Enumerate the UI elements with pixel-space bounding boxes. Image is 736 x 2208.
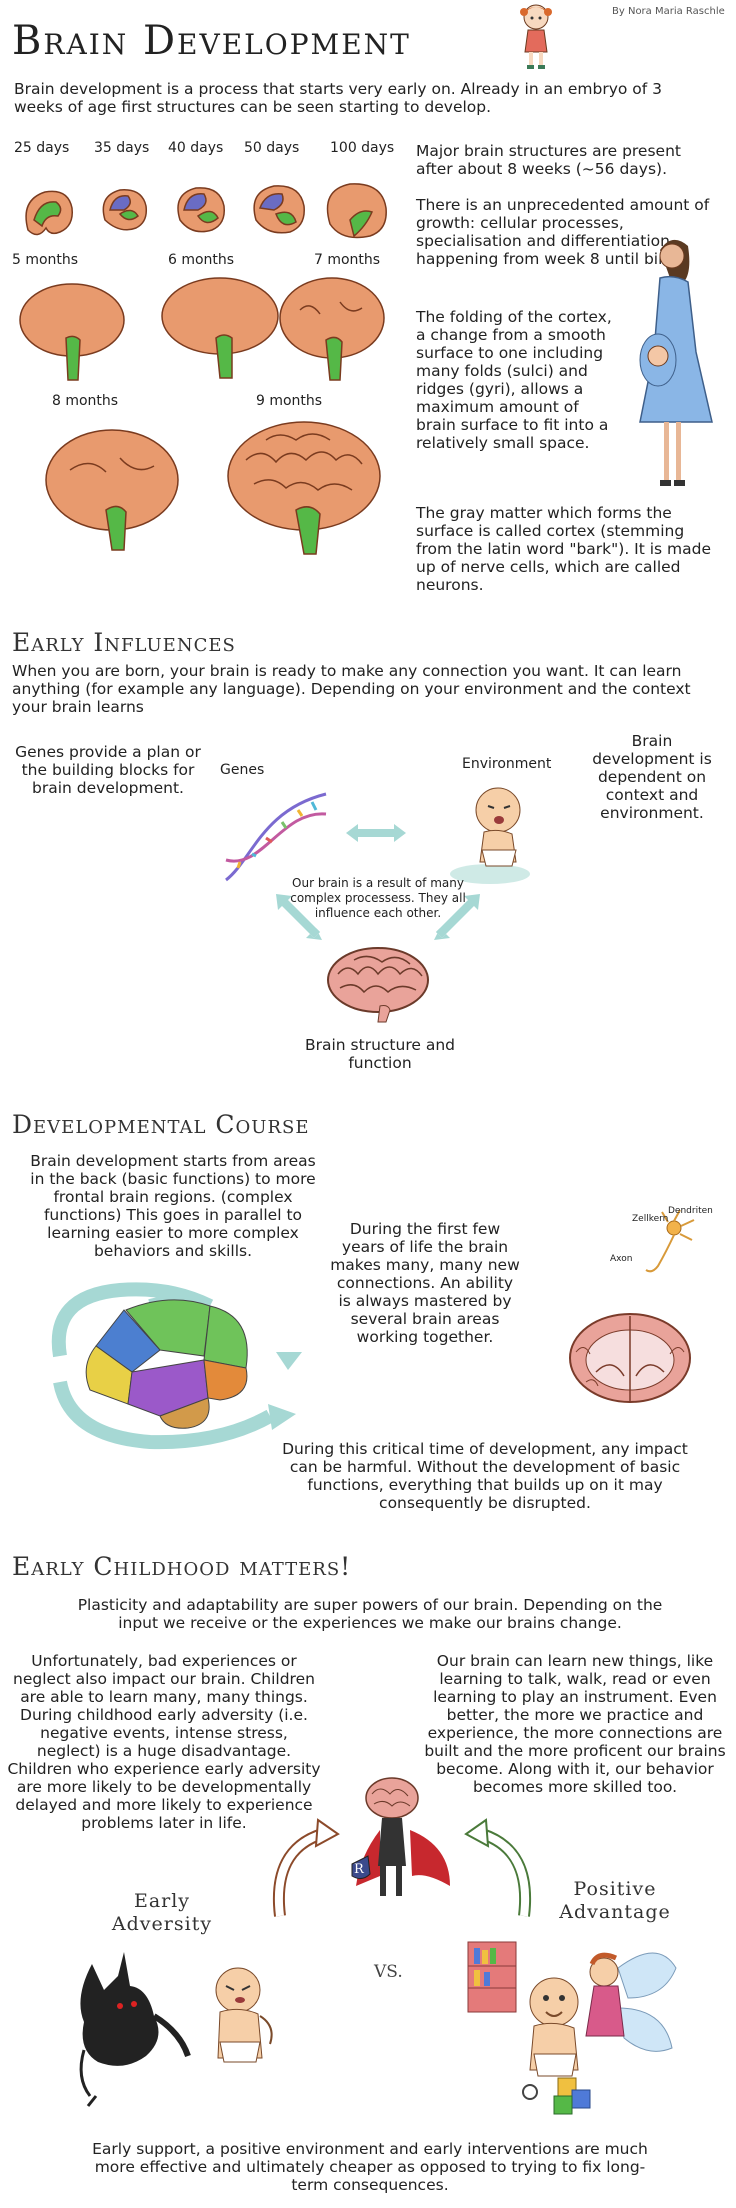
stage-label-8m: 8 months bbox=[52, 393, 119, 409]
baby-crying-illustration bbox=[450, 787, 530, 884]
superhero-brain-illustration bbox=[351, 1777, 450, 1896]
childhood-left-text: Unfortunately, bad experiences or neglec… bbox=[7, 1652, 321, 1832]
childhood-intro: Plasticity and adaptability are super po… bbox=[77, 1596, 663, 1632]
vs-label: VS. bbox=[374, 1962, 403, 1982]
early-influences-intro: When you are born, your brain is ready t… bbox=[12, 662, 691, 716]
stage-label-100: 100 days bbox=[330, 140, 395, 156]
brain-structure-label: Brain structure and function bbox=[305, 1036, 455, 1072]
genes-label: Genes bbox=[220, 762, 265, 778]
neuron-label-zellkern: Zellkern bbox=[632, 1214, 669, 1224]
childhood-right-text: Our brain can learn new things, like lea… bbox=[424, 1652, 726, 1796]
brain-icon bbox=[327, 947, 429, 1023]
dna-icon bbox=[225, 792, 327, 882]
stage-label-35: 35 days bbox=[94, 140, 150, 156]
author-signature: By Nora Maria Raschle bbox=[612, 6, 725, 17]
girl-illustration bbox=[520, 4, 552, 69]
curved-arrow-right bbox=[464, 1818, 531, 1917]
center-note: Our brain is a result of many complex pr… bbox=[290, 876, 466, 920]
hero-badge-letter: R bbox=[354, 1862, 364, 1877]
colored-brain-illustration bbox=[51, 1282, 302, 1450]
side-text-3: The folding of the cortex, a change from… bbox=[416, 308, 612, 452]
intro-text: Brain development is a process that star… bbox=[14, 80, 663, 116]
stage-label-9m: 9 months bbox=[256, 393, 323, 409]
devil-baby-illustration bbox=[79, 1952, 273, 2107]
side-text-1: Major brain structures are present after… bbox=[416, 142, 681, 178]
dev-course-text-1: Brain development starts from areas in t… bbox=[30, 1152, 316, 1260]
stage-label-40: 40 days bbox=[168, 140, 224, 156]
heading-early-influences: Early Influences bbox=[12, 628, 236, 657]
dev-course-text-3: During this critical time of development… bbox=[282, 1440, 688, 1512]
stage-label-7m: 7 months bbox=[314, 252, 381, 268]
genes-description: Genes provide a plan or the building blo… bbox=[15, 743, 201, 797]
arrow-environment-brain bbox=[434, 894, 480, 940]
heading-developmental-course: Developmental Course bbox=[12, 1110, 310, 1139]
side-text-2: There is an unprecedented amount of grow… bbox=[416, 196, 710, 268]
page-title: Brain Development bbox=[12, 18, 411, 64]
neuron-label-axon: Axon bbox=[610, 1254, 633, 1264]
side-text-4: The gray matter which forms the surface … bbox=[416, 504, 712, 594]
environment-label: Environment bbox=[462, 756, 552, 772]
footer-text: Early support, a positive environment an… bbox=[92, 2140, 648, 2194]
arrow-genes-brain bbox=[276, 894, 322, 940]
neuron-icon bbox=[645, 1209, 695, 1273]
early-adversity-label: Early Adversity bbox=[111, 1890, 213, 1935]
fetal-brain-drawings bbox=[19, 277, 385, 555]
happy-baby-illustration bbox=[467, 1941, 677, 2115]
stage-label-25: 25 days bbox=[14, 140, 70, 156]
brain-cross-section-icon bbox=[569, 1313, 691, 1403]
arrow-genes-environment bbox=[346, 824, 406, 842]
heading-early-childhood: Early Childhood matters! bbox=[12, 1552, 352, 1581]
neuron-label-dendriten: Dendriten bbox=[668, 1206, 713, 1216]
stage-label-50: 50 days bbox=[244, 140, 300, 156]
curved-arrow-left bbox=[273, 1818, 340, 1917]
stage-label-5m: 5 months bbox=[12, 252, 79, 268]
pregnant-woman-illustration bbox=[639, 239, 713, 486]
dev-course-text-2: During the first few years of life the b… bbox=[330, 1220, 520, 1346]
stage-label-6m: 6 months bbox=[168, 252, 235, 268]
environment-description: Brain development is dependent on contex… bbox=[592, 732, 712, 822]
positive-advantage-label: Positive Advantage bbox=[559, 1878, 671, 1923]
embryo-brain-drawings bbox=[25, 183, 387, 239]
